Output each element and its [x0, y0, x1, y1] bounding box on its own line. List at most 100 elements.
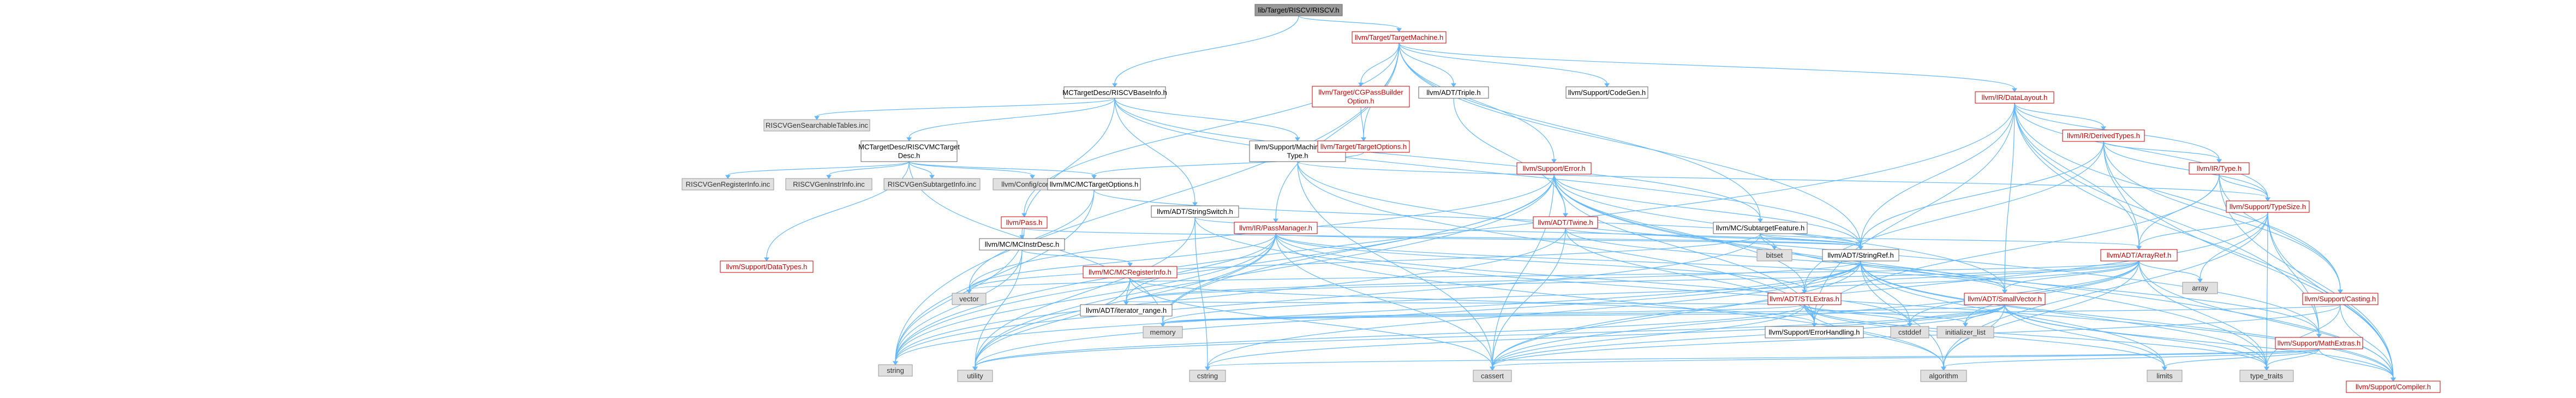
node-subfeature-label-0: llvm/MC/SubtargetFeature.h [1716, 224, 1805, 232]
node-triple-box [1418, 86, 1489, 99]
node-triple[interactable]: llvm/ADT/Triple.h [1418, 86, 1489, 99]
node-passmgr-box [1234, 222, 1318, 234]
node-geninstr: RISCVGenInstrInfo.inc [785, 178, 872, 191]
edge-mathextras-to-typetraits [2266, 348, 2320, 367]
edge-subfeature-to-string [895, 233, 1761, 362]
node-smallvector[interactable]: llvm/ADT/SmallVector.h [1964, 293, 2046, 305]
edge-stringref-to-limits [1860, 260, 2165, 367]
node-stringref[interactable]: llvm/ADT/StringRef.h [1822, 249, 1899, 262]
edge-arrayref-to-array [2138, 260, 2201, 280]
node-mcreginfo[interactable]: llvm/MC/MCRegisterInfo.h [1083, 266, 1178, 278]
node-twine[interactable]: llvm/ADT/Twine.h [1533, 216, 1598, 229]
edge-stlextras-to-initlist [1804, 304, 1966, 324]
arrowhead-casting-to-memory [1160, 323, 1166, 327]
node-datatypes[interactable]: llvm/Support/DataTypes.h [720, 260, 814, 273]
node-algorithm: algorithm [1920, 370, 1967, 382]
node-derived-label-0: llvm/IR/DerivedTypes.h [2067, 132, 2140, 140]
edge-arrayref-to-memory [1162, 260, 2139, 324]
node-derived[interactable]: llvm/IR/DerivedTypes.h [2062, 129, 2145, 142]
node-irtype[interactable]: llvm/IR/Type.h [2189, 162, 2250, 175]
edge-baseinfo-to-stringswitch [1114, 98, 1196, 203]
edge-arrayref-to-cstddef [1909, 260, 2139, 324]
node-stringswitch-box [1151, 205, 1239, 218]
node-stringref-label-0: llvm/ADT/StringRef.h [1827, 251, 1893, 259]
node-errhandling[interactable]: llvm/Support/ErrorHandling.h [1765, 326, 1864, 338]
edge-subfeature-to-bitset [1760, 233, 1775, 247]
edge-tm-to-triple [1398, 43, 1454, 84]
edge-derived-to-casting [2103, 141, 2341, 290]
node-iterrange-label-0: llvm/ADT/iterator_range.h [1086, 306, 1167, 314]
node-tm[interactable]: llvm/Target/TargetMachine.h [1352, 31, 1447, 44]
node-targetopts-box [1317, 140, 1410, 153]
node-casting-box [2302, 293, 2378, 305]
node-mathextras-box [2275, 337, 2363, 349]
edge-arrayref-to-stlextras [1804, 260, 2139, 290]
arrowhead-mcinstrdesc-to-mcreginfo [1127, 263, 1133, 267]
node-mcinstrdesc[interactable]: llvm/MC/MCInstrDesc.h [979, 238, 1065, 251]
node-derived-box [2062, 129, 2145, 142]
edge-arrayref-to-iterrange [1126, 260, 2139, 302]
node-limits-box [2147, 370, 2183, 382]
arrowhead-irtype-to-errhandling [1812, 323, 1817, 327]
node-mctargetopts[interactable]: llvm/MC/MCTargetOptions.h [1047, 178, 1141, 191]
arrowhead-subfeature-to-bitset [1772, 246, 1777, 250]
edge-derived-to-typesize [2103, 141, 2268, 198]
node-stlextras[interactable]: llvm/ADT/STLExtras.h [1767, 293, 1842, 305]
node-datalayout[interactable]: llvm/IR/DataLayout.h [1975, 91, 2054, 104]
edge-mcdesc-to-config [909, 161, 1033, 176]
node-compiler-label-0: llvm/Support/Compiler.h [2356, 383, 2431, 391]
node-datatypes-box [720, 260, 814, 273]
edge-stlextras-to-algorithm [1804, 304, 1944, 367]
edge-arrayref-to-vector [969, 260, 2139, 290]
node-baseinfo-label-0: MCTargetDesc/RISCVBaseInfo.h [1062, 88, 1167, 97]
node-error[interactable]: llvm/Support/Error.h [1516, 162, 1592, 175]
edge-casting-to-memory [1162, 304, 2341, 324]
node-targetopts[interactable]: llvm/Target/TargetOptions.h [1317, 140, 1410, 153]
node-iterrange[interactable]: llvm/ADT/iterator_range.h [1080, 304, 1173, 317]
edge-casting-to-typetraits [2266, 304, 2341, 367]
edge-typesize-to-arrayref [2138, 212, 2268, 247]
node-bitset-label-0: bitset [1766, 251, 1783, 259]
node-compiler-box [2346, 381, 2441, 393]
edge-subfeature-to-arrayref [1760, 233, 2139, 247]
node-arrayref[interactable]: llvm/ADT/ArrayRef.h [2100, 249, 2178, 262]
edge-error-to-stringref [1553, 174, 1861, 247]
node-initlist-label-0: initializer_list [1945, 328, 1986, 336]
node-compiler[interactable]: llvm/Support/Compiler.h [2346, 381, 2441, 393]
node-typesize[interactable]: llvm/Support/TypeSize.h [2226, 200, 2310, 213]
node-passmgr[interactable]: llvm/IR/PassManager.h [1234, 222, 1318, 234]
arrowhead-tm-to-datalayout [2012, 88, 2017, 92]
edge-passmgr-to-utility [975, 233, 1276, 367]
arrowhead-baseinfo-to-mcdesc [906, 137, 912, 141]
node-root[interactable]: lib/Target/RISCV/RISCV.h [1254, 4, 1343, 16]
edge-stlextras-to-iterrange [1126, 301, 1805, 305]
node-casting[interactable]: llvm/Support/Casting.h [2302, 293, 2378, 305]
edge-subfeature-to-mathextras [1760, 233, 2320, 335]
edge-derived-to-stringref [1860, 141, 2104, 247]
edge-mcdesc-to-genreg [727, 161, 910, 176]
node-baseinfo[interactable]: MCTargetDesc/RISCVBaseInfo.h [1062, 86, 1167, 99]
node-memory-label-0: memory [1150, 328, 1176, 336]
edge-pass-to-stringref [1024, 228, 1861, 247]
edge-smallvector-to-utility [975, 304, 2005, 367]
edge-casting-to-compiler [2340, 304, 2394, 378]
edge-arrayref-to-compiler [2138, 260, 2394, 378]
arrowhead-mathextras-to-cassert [1490, 366, 1495, 371]
node-stringswitch[interactable]: llvm/ADT/StringSwitch.h [1151, 205, 1239, 218]
edge-mvt-to-errhandling [1297, 161, 1815, 324]
node-mcdesc-label-1: Desc.h [898, 152, 920, 160]
edge-subfeature-to-vector [969, 233, 1761, 290]
edge-mvt-to-mathextras [1297, 161, 2320, 335]
edge-stlextras-to-utility [975, 304, 1805, 367]
node-subfeature[interactable]: llvm/MC/SubtargetFeature.h [1713, 222, 1808, 234]
edge-smallvector-to-cstddef [1909, 304, 2005, 324]
node-mathextras[interactable]: llvm/Support/MathExtras.h [2275, 337, 2363, 349]
node-pass[interactable]: llvm/Pass.h [1001, 216, 1048, 229]
edge-irtype-to-typesize [2219, 174, 2268, 198]
node-codegen[interactable]: llvm/Support/CodeGen.h [1565, 86, 1648, 99]
node-typesize-label-0: llvm/Support/TypeSize.h [2230, 203, 2306, 211]
edge-error-to-cassert [1492, 174, 1555, 367]
arrowhead-arrayref-to-stlextras [1802, 289, 1807, 294]
